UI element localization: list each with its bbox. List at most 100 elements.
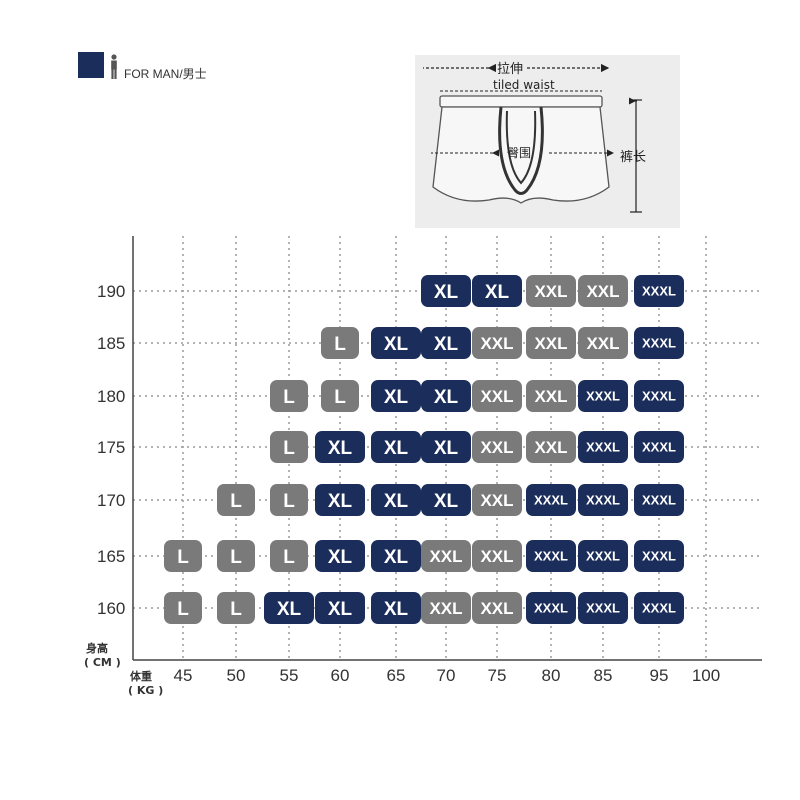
x-tick-label: 55 — [280, 666, 299, 685]
size-cell-label: XXL — [480, 547, 513, 566]
size-cell-bg — [634, 592, 684, 624]
size-cell-xxl: XXL — [472, 431, 522, 463]
size-cell-xl: XL — [371, 380, 421, 412]
size-cell-bg — [371, 484, 421, 516]
size-cell-label: L — [177, 547, 189, 568]
size-cell-label: XL — [384, 491, 409, 512]
size-cell-bg — [217, 540, 255, 572]
size-cell-bg — [526, 380, 576, 412]
size-cell-label: XXXL — [642, 284, 676, 299]
person-icon — [111, 54, 117, 79]
size-cell-bg — [526, 484, 576, 516]
size-cell-xxxl: XXXL — [578, 592, 628, 624]
size-cell-label: XL — [328, 491, 353, 512]
size-cell-xxl: XXL — [526, 327, 576, 359]
header-color-swatch — [78, 52, 104, 78]
size-cell-bg — [472, 592, 522, 624]
size-cell-label: L — [177, 599, 189, 620]
size-cell-label: XL — [384, 547, 409, 568]
size-cell-bg — [217, 484, 255, 516]
size-cell-label: L — [334, 334, 346, 355]
size-cell-xxl: XXL — [526, 380, 576, 412]
size-cell-xxl: XXL — [421, 592, 471, 624]
y-tick-label: 190 — [97, 282, 125, 301]
size-cell-xl: XL — [371, 540, 421, 572]
size-cell-xxl: XXL — [472, 484, 522, 516]
size-cell-bg — [164, 540, 202, 572]
stretch-label: 拉伸 — [497, 62, 523, 77]
size-cell-bg — [421, 431, 471, 463]
size-cell-xxl: XXL — [421, 540, 471, 572]
size-cell-xxl: XXL — [472, 380, 522, 412]
size-cell-xxxl: XXXL — [634, 592, 684, 624]
size-cell-xl: XL — [315, 592, 365, 624]
y-tick-label: 170 — [97, 491, 125, 510]
size-cell-label: XXXL — [534, 493, 568, 508]
size-cell-xxxl: XXXL — [526, 540, 576, 572]
y-axis-label-line2: ( CM ) — [84, 656, 121, 669]
size-cell-bg — [526, 540, 576, 572]
size-cell-l: L — [217, 540, 255, 572]
size-cell-l: L — [321, 380, 359, 412]
size-cell-xl: XL — [421, 484, 471, 516]
x-axis-label-line1: 体重 — [130, 669, 152, 683]
size-cell-bg — [634, 380, 684, 412]
size-cell-xl: XL — [472, 275, 522, 307]
size-cell-xxxl: XXXL — [578, 540, 628, 572]
size-cell-label: XL — [434, 491, 459, 512]
size-cell-bg — [578, 431, 628, 463]
size-cell-label: XL — [384, 334, 409, 355]
size-cell-label: L — [283, 491, 295, 512]
size-cell-label: XXXL — [534, 549, 568, 564]
size-cell-bg — [472, 380, 522, 412]
chart-axes — [132, 236, 762, 661]
size-cell-xl: XL — [371, 592, 421, 624]
measurement-diagram: 拉伸 tiled waist 臀围 裤长 — [415, 55, 680, 228]
size-cell-label: XXXL — [642, 549, 676, 564]
size-cell-bg — [421, 540, 471, 572]
size-cell-xxxl: XXXL — [578, 380, 628, 412]
size-cell-bg — [315, 540, 365, 572]
size-cell-xxl: XXL — [526, 431, 576, 463]
x-axis-label-line2: ( KG ) — [128, 684, 163, 697]
size-cell-bg — [526, 327, 576, 359]
size-cell-label: XXL — [480, 599, 513, 618]
x-tick-label: 60 — [331, 666, 350, 685]
size-cell-bg — [321, 380, 359, 412]
size-cell-bg — [421, 327, 471, 359]
size-cell-bg — [634, 275, 684, 307]
size-cell-label: XXXL — [586, 601, 620, 616]
x-tick-label: 65 — [387, 666, 406, 685]
size-cell-xl: XL — [315, 484, 365, 516]
y-tick-label: 165 — [97, 547, 125, 566]
size-cell-bg — [472, 484, 522, 516]
size-cell-bg — [421, 275, 471, 307]
size-cell-bg — [270, 380, 308, 412]
size-cell-xxxl: XXXL — [526, 484, 576, 516]
size-cell-label: XL — [485, 282, 510, 303]
y-tick-label: 175 — [97, 438, 125, 457]
size-cell-label: XXL — [586, 282, 619, 301]
size-cell-label: XXL — [534, 438, 567, 457]
size-cell-label: XXL — [429, 599, 462, 618]
size-cell-bg — [578, 484, 628, 516]
size-cell-label: XL — [328, 438, 353, 459]
size-cell-label: XXL — [534, 387, 567, 406]
waist-label: tiled waist — [493, 78, 555, 92]
size-cell-l: L — [164, 540, 202, 572]
size-cell-xxxl: XXXL — [634, 431, 684, 463]
size-cell-label: L — [283, 438, 295, 459]
size-cell-label: XXXL — [586, 493, 620, 508]
length-label: 裤长 — [620, 150, 646, 165]
size-cell-label: XXXL — [642, 601, 676, 616]
size-cell-xl: XL — [315, 540, 365, 572]
size-cell-label: XL — [384, 599, 409, 620]
x-tick-label: 45 — [174, 666, 193, 685]
size-cell-label: XL — [434, 282, 459, 303]
size-cell-l: L — [164, 592, 202, 624]
size-cell-bg — [270, 540, 308, 572]
y-axis-label-line1: 身高 — [86, 641, 108, 655]
y-tick-label: 180 — [97, 387, 125, 406]
